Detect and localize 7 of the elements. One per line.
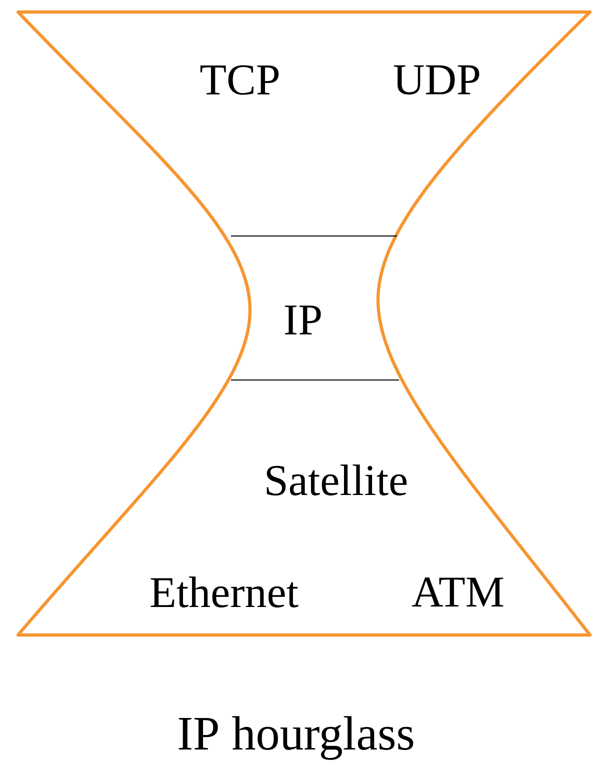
layer-label: Satellite [266,464,407,496]
layer-label: UDP [394,65,480,95]
layer-label: TCP [200,65,279,95]
layer-label: Ethernet [150,576,298,608]
caption-text: IP hourglass [178,716,414,760]
layer-label: IP [285,306,321,334]
layer-label: ATM [412,577,504,607]
